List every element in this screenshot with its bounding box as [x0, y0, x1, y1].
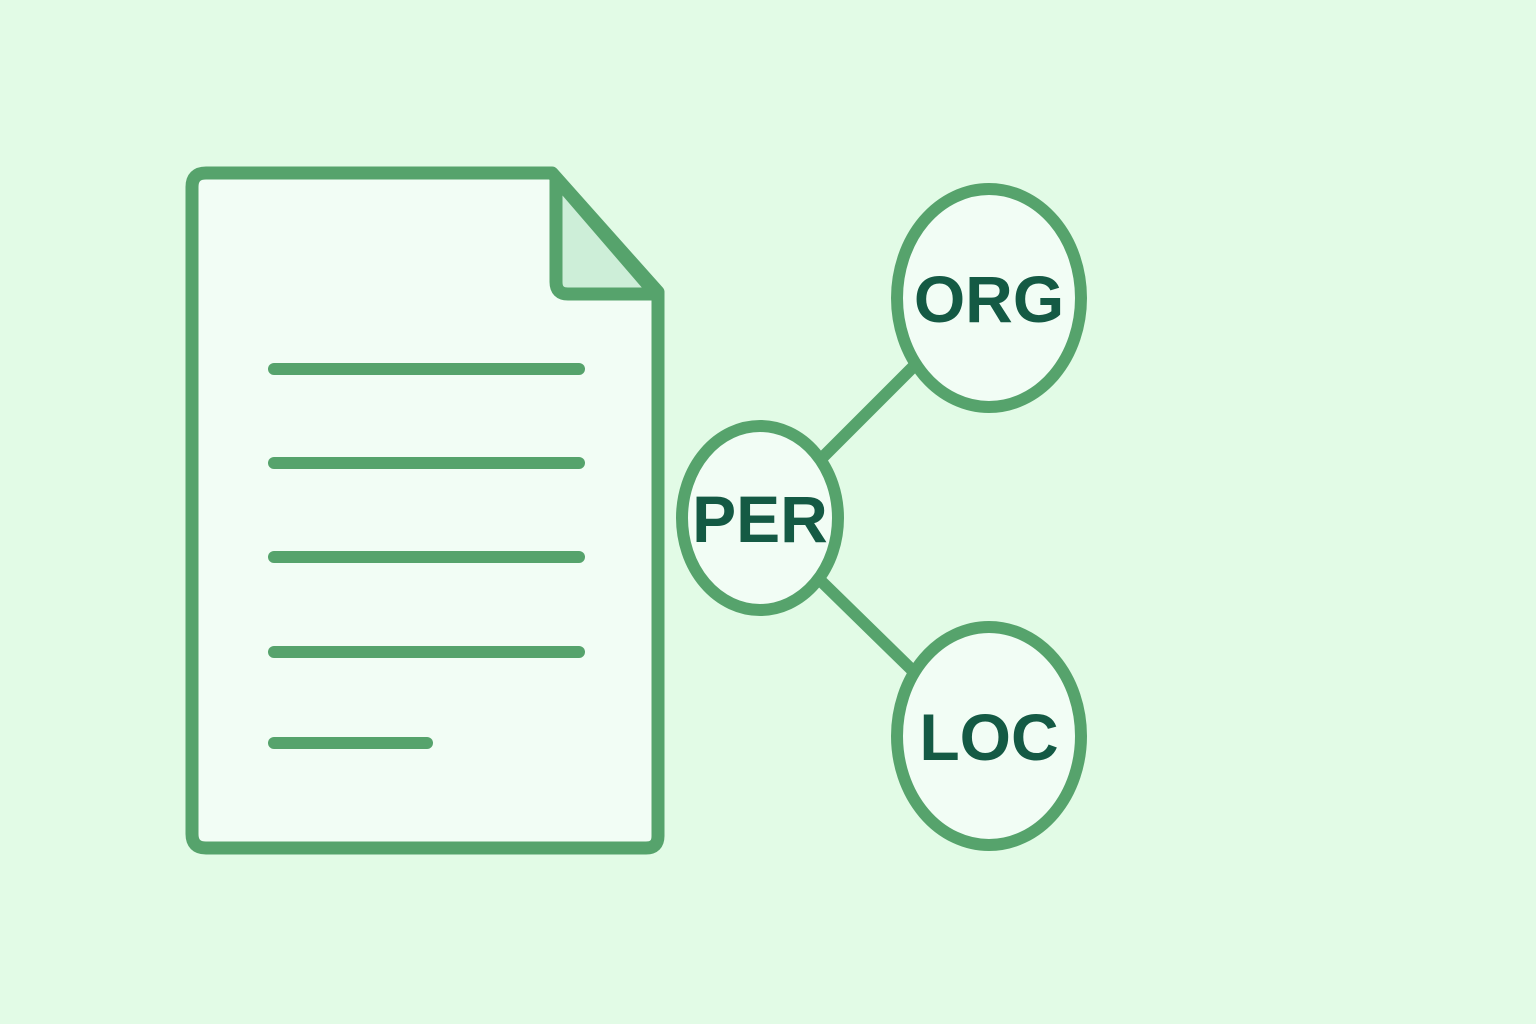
- entity-label-per: PER: [692, 482, 828, 556]
- connector-per-loc: [817, 577, 917, 675]
- entity-node-org: ORG: [891, 183, 1087, 413]
- entity-node-per: PER: [676, 420, 844, 616]
- document-icon: [185, 166, 665, 855]
- connector-per-org: [817, 360, 920, 463]
- folded-corner-icon: [549, 171, 663, 301]
- entity-connectors: [817, 360, 920, 675]
- document-text-lines: [268, 363, 585, 749]
- entity-label-org: ORG: [914, 262, 1064, 336]
- entity-node-loc: LOC: [891, 621, 1087, 851]
- entity-label-loc: LOC: [919, 700, 1058, 774]
